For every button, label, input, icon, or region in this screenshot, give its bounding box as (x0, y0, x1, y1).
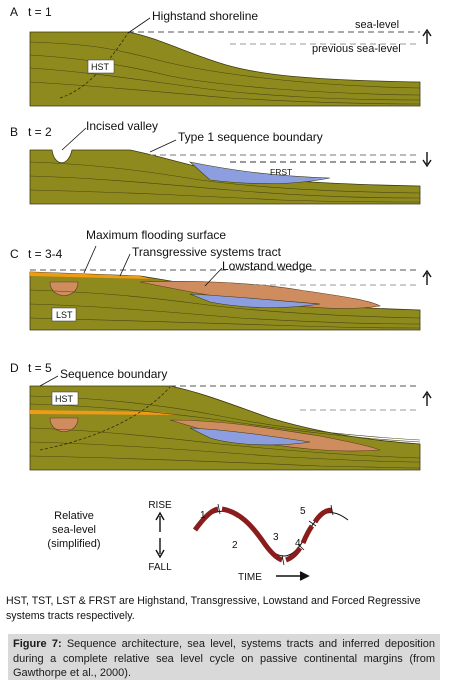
fall-label: FALL (148, 562, 172, 573)
panel-a-letter: A (10, 5, 18, 19)
panel-a-hst-box (87, 59, 115, 74)
max-flooding-label: Maximum flooding surface (86, 228, 226, 242)
abbreviation-note: HST, TST, LST & FRST are Highstand, Tran… (6, 595, 421, 622)
panel-c-rise-arrow-icon (422, 269, 432, 285)
panel-c-layers (29, 289, 421, 329)
panel-a-rise-arrow-icon (422, 28, 432, 44)
curve-title-line1: Relative (54, 510, 94, 522)
max-flooding-leader (83, 245, 97, 274)
caption-label: Figure 7: (13, 638, 62, 650)
tst-leader (119, 253, 131, 277)
time-label: TIME (238, 572, 262, 583)
panel-b-fall-arrow-icon (422, 152, 432, 168)
curve-segment-2 (221, 506, 283, 563)
frst-label: FRST (270, 167, 292, 177)
panel-d-lst-valley-fill (49, 417, 79, 432)
panel-c-lst-box (51, 307, 77, 322)
curve-segment-5 (312, 507, 333, 524)
incised-valley-leader (61, 127, 87, 151)
curve-segment-4 (300, 524, 315, 544)
caption-text: Sequence architecture, sea level, system… (13, 638, 435, 680)
curve-title-line2: sea-level (52, 524, 96, 536)
panel-b-time: t = 2 (28, 125, 52, 139)
panel-d-hst-label: HST (55, 394, 74, 404)
type1-boundary-leader (149, 139, 177, 153)
panel-c-time: t = 3-4 (28, 247, 63, 261)
type1-boundary-label: Type 1 sequence boundary (178, 130, 323, 144)
panel-d-letter: D (10, 361, 19, 375)
panel-a-shoreline-leader (127, 17, 151, 34)
sea-level-label: sea-level (355, 19, 399, 31)
panel-c-letter: C (10, 247, 19, 261)
panel-d-layers (29, 395, 421, 469)
rise-label: RISE (148, 500, 172, 511)
sequence-stratigraphy-figure: A t = 1 Highstand shoreline sea-level pr… (10, 5, 432, 583)
sequence-boundary-label: Sequence boundary (60, 367, 167, 381)
curve-segment-1 (192, 506, 219, 532)
panel-d-hst-box (51, 391, 79, 406)
panel-b: B t = 2 Incised valley Type 1 sequence b… (10, 119, 432, 205)
sea-level-curve-panel: Relative sea-level (simplified) RISE FAL… (47, 500, 349, 583)
curve-title-line3: (simplified) (47, 538, 100, 550)
panel-d-tst-layer (30, 410, 180, 415)
sequence-boundary-leader (39, 375, 59, 387)
lowstand-wedge-label: Lowstand wedge (222, 259, 312, 273)
tst-label: Transgressive systems tract (132, 245, 282, 259)
panel-d: D t = 5 Sequence boundary HST (10, 361, 432, 471)
panel-d-sequence-boundary-line (39, 386, 171, 451)
rise-arrow-icon (155, 511, 165, 532)
panel-c-frst-body (189, 293, 321, 308)
incised-valley-label: Incised valley (86, 119, 158, 133)
panel-b-frst-body (188, 161, 331, 184)
previous-sea-level-label: previous sea-level (312, 43, 401, 55)
panel-d-time: t = 5 (28, 361, 52, 375)
panel-a-time: t = 1 (28, 5, 52, 19)
fall-arrow-icon (155, 538, 165, 559)
panel-c-tst-layer (30, 272, 150, 279)
panel-d-frst-body (189, 427, 311, 446)
lst-label: LST (56, 310, 73, 320)
lowstand-wedge-leader (204, 267, 223, 287)
curve-point-4: 4 (295, 538, 301, 549)
panel-c: C t = 3-4 Maximum flooding surface Trans… (10, 228, 432, 331)
panel-a-layers (29, 41, 421, 105)
curve-segment-ticks (217, 503, 334, 566)
panel-d-rise-arrow-icon (422, 390, 432, 406)
curve-point-1: 1 (200, 510, 206, 521)
figure-caption: Figure 7: Sequence architecture, sea lev… (8, 634, 440, 680)
panel-a: A t = 1 Highstand shoreline sea-level pr… (10, 5, 432, 107)
highstand-shoreline-label: Highstand shoreline (152, 9, 258, 23)
panel-b-layers (29, 161, 421, 203)
curve-segment-3 (285, 546, 303, 563)
panel-a-strata (29, 31, 421, 107)
curve-point-2: 2 (232, 540, 238, 551)
curve-point-5: 5 (300, 506, 306, 517)
time-arrow-icon (276, 571, 310, 581)
panel-b-letter: B (10, 125, 18, 139)
curve-point-3: 3 (273, 532, 279, 543)
panel-a-hst-label: HST (91, 62, 110, 72)
